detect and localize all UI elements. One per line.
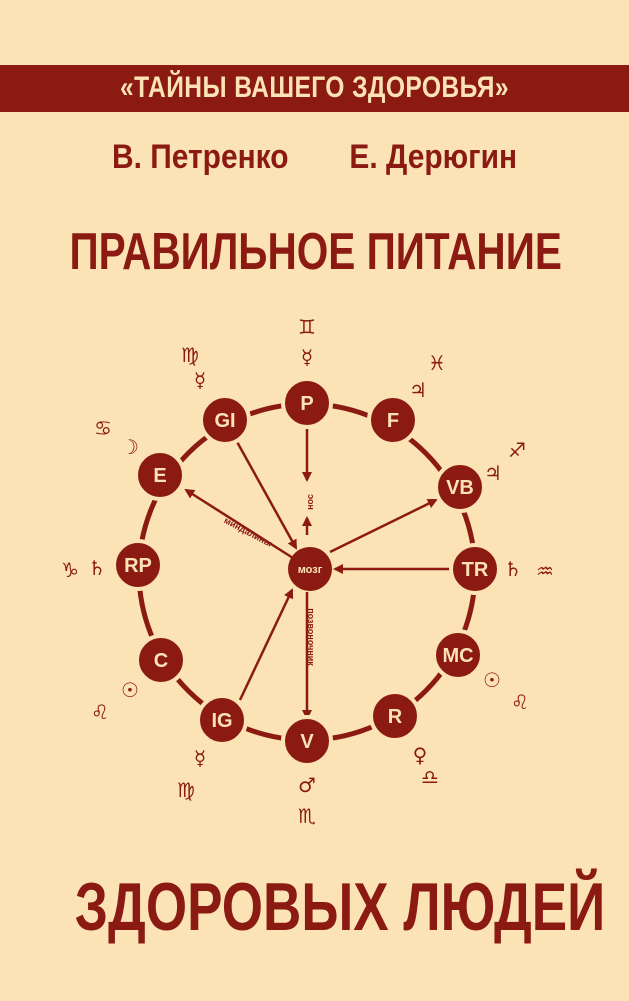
series-title: «ТАЙНЫ ВАШЕГО ЗДОРОВЬЯ»: [120, 71, 509, 104]
node-p: P: [281, 377, 333, 429]
node-label: MC: [442, 645, 473, 667]
astro-symbol-icon: ♍: [177, 778, 195, 802]
astro-symbol-icon: ♄: [88, 556, 106, 580]
node-f: F: [367, 394, 419, 446]
node-mc: MC: [432, 629, 484, 681]
node-label: TR: [462, 559, 489, 581]
title-line-1: ПРАВИЛЬНОЕ ПИТАНИЕ: [0, 222, 629, 282]
node-e: E: [134, 449, 186, 501]
node-label: V: [300, 731, 314, 753]
nose-label: нос: [305, 494, 315, 510]
astro-symbol-icon: ♄: [504, 557, 522, 581]
node-c: C: [135, 634, 187, 686]
node-label: RP: [124, 555, 152, 577]
title-line-2: ЗДОРОВЫХ ЛЮДЕЙ: [0, 868, 629, 946]
tonsils-label: миндалины: [222, 515, 274, 549]
brain-node: мозг: [288, 547, 332, 591]
brain-to-e-arrow: [184, 488, 294, 560]
astro-symbol-icon: ☉: [121, 678, 139, 702]
ig-to-brain-arrow: [238, 588, 294, 701]
node-tr: TR: [449, 543, 501, 595]
node-vb: VB: [434, 461, 486, 513]
astro-symbol-icon: ♂: [298, 773, 316, 797]
astro-symbol-icon: ♒: [536, 559, 554, 583]
astro-symbol-icon: ♃: [484, 461, 502, 485]
brain-label: мозг: [298, 564, 323, 576]
node-label: GI: [214, 410, 235, 432]
author-2: Е. Дерюгин: [349, 138, 518, 176]
node-label: C: [154, 650, 168, 672]
authors: В. Петренко Е. Дерюгин: [0, 138, 629, 177]
author-1: В. Петренко: [112, 138, 289, 176]
astro-symbol-icon: ♑: [61, 558, 79, 582]
astro-symbol-icon: ♌: [511, 690, 529, 714]
node-gi: GI: [199, 394, 251, 446]
gi-to-brain-arrow: [234, 439, 298, 550]
astro-symbol-icon: ♋: [94, 416, 112, 440]
node-r: R: [369, 690, 421, 742]
astro-symbol-icon: ♍: [181, 343, 199, 367]
node-rp: RP: [112, 539, 164, 591]
series-banner: «ТАЙНЫ ВАШЕГО ЗДОРОВЬЯ»: [0, 65, 629, 112]
node-label: R: [388, 706, 403, 728]
astro-symbol-icon: ♀: [413, 743, 428, 767]
node-label: IG: [211, 710, 232, 732]
astro-symbol-icon: ☿: [301, 345, 313, 369]
node-label: VB: [446, 477, 474, 499]
node-ig: IG: [196, 694, 248, 746]
title-line-2-text: ЗДОРОВЫХ ЛЮДЕЙ: [74, 869, 606, 945]
astro-symbol-icon: ♓: [428, 351, 446, 375]
brain-to-vb-arrow: [329, 498, 438, 554]
astro-symbol-icon: ♊: [298, 315, 316, 339]
astro-symbol-icon: ♌: [91, 700, 109, 724]
astro-symbol-icon: ☿: [194, 746, 206, 770]
astro-symbol-icon: ♎: [421, 765, 439, 789]
astro-symbol-icon: ☽: [121, 435, 139, 459]
astro-symbol-icon: ☉: [483, 668, 501, 692]
node-label: F: [387, 410, 399, 432]
title-line-1-text: ПРАВИЛЬНОЕ ПИТАНИЕ: [69, 223, 562, 281]
node-v: V: [281, 715, 333, 767]
astro-symbol-icon: ☿: [194, 368, 206, 392]
spine-label: позвоночник: [306, 608, 316, 666]
node-label: E: [153, 465, 166, 487]
astro-symbol-icon: ♏: [298, 804, 316, 828]
astro-symbol-icon: ♐: [508, 438, 526, 462]
node-label: P: [300, 393, 313, 415]
astro-symbol-icon: ♃: [409, 378, 427, 402]
